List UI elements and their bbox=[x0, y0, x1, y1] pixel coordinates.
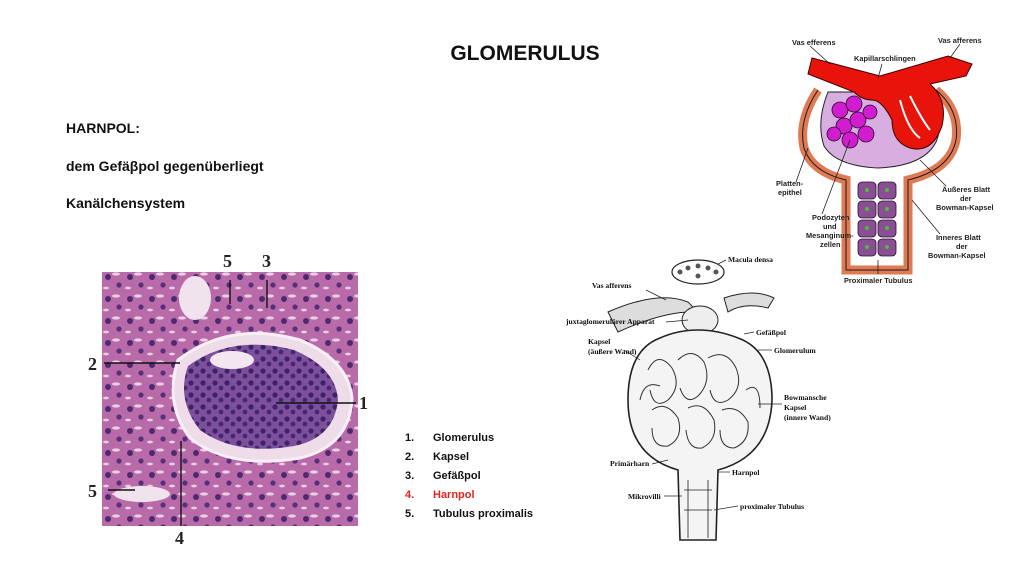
label-kapillarschlingen: Kapillarschlingen bbox=[854, 54, 916, 63]
sketch-glomerulus-diagram: Macula densa Vas afferens juxtaglomerulä… bbox=[565, 255, 831, 541]
label-podozyten-1: Podozyten bbox=[812, 213, 850, 222]
micrograph-label-5-bottom: 5 bbox=[88, 481, 97, 501]
legend-item: 3.Gefäßpol bbox=[405, 469, 481, 482]
label-proximaler-tubulus: Proximaler Tubulus bbox=[844, 276, 912, 285]
sketch-label-bowman-2: Kapsel bbox=[784, 403, 806, 412]
sketch-label-macula-densa: Macula densa bbox=[728, 255, 773, 264]
sketch-label-kapsel-1: Kapsel bbox=[588, 337, 610, 346]
sketch-label-bowman-3: (innere Wand) bbox=[784, 413, 831, 422]
legend-item-highlighted: 4.Harnpol bbox=[405, 489, 475, 502]
legend-item-label: Glomerulus bbox=[433, 431, 495, 444]
heading-harnpol: HARNPOL: bbox=[66, 120, 140, 136]
label-podozyten-2: und bbox=[823, 222, 837, 231]
micrograph-panel: 5 3 2 1 5 4 bbox=[88, 251, 368, 548]
sketch-label-proximaler-tubulus: proximaler Tubulus bbox=[740, 502, 804, 511]
label-podozyten-3: Mesanginum- bbox=[806, 231, 854, 240]
micrograph-leader-lines bbox=[104, 280, 356, 526]
legend-item: 5.Tubulus proximalis bbox=[405, 508, 534, 521]
sketch-label-mikrovilli: Mikrovilli bbox=[628, 492, 661, 501]
label-inneres-blatt-2: der bbox=[956, 242, 968, 251]
sketch-label-glomerulum: Glomerulum bbox=[774, 346, 816, 355]
colored-glomerulus-diagram: Vas efferens Vas afferens Kapillarschlin… bbox=[776, 36, 994, 285]
legend-item-label: Gefäßpol bbox=[433, 469, 481, 482]
micrograph-label-3: 3 bbox=[262, 251, 271, 271]
label-inneres-blatt-3: Bowman-Kapsel bbox=[928, 251, 986, 260]
sketch-label-kapsel-2: (äußere Wand) bbox=[588, 347, 637, 356]
label-plattenepithel-2: epithel bbox=[778, 188, 802, 197]
legend-item-label: Harnpol bbox=[433, 489, 475, 502]
micrograph-label-4: 4 bbox=[175, 528, 184, 548]
label-podozyten-4: zellen bbox=[820, 240, 841, 249]
micrograph-label-1: 1 bbox=[359, 393, 368, 413]
sketch-label-vas-afferens: Vas afferens bbox=[592, 281, 631, 290]
label-vas-efferens: Vas efferens bbox=[792, 38, 836, 47]
sketch-label-harnpol: Harnpol bbox=[732, 468, 759, 477]
label-inneres-blatt-1: Inneres Blatt bbox=[936, 233, 981, 242]
sketch-label-bowman-1: Bowmansche bbox=[784, 393, 827, 402]
page-title: GLOMERULUS bbox=[450, 42, 600, 65]
heading-kanalchensystem: Kanälchensystem bbox=[66, 195, 186, 211]
legend-item: 2.Kapsel bbox=[405, 450, 470, 463]
label-aeusseres-blatt-3: Bowman-Kapsel bbox=[936, 203, 994, 212]
sketch-label-gefaesspol: Gefäßpol bbox=[756, 328, 786, 337]
micrograph-image bbox=[102, 272, 358, 526]
legend-item: 1.Glomerulus bbox=[405, 431, 495, 444]
sketch-label-juxtaglomerular: juxtaglomerulärer Apparat bbox=[565, 317, 655, 326]
label-aeusseres-blatt-1: Äußeres Blatt bbox=[942, 185, 991, 194]
legend-item-label: Kapsel bbox=[433, 450, 470, 463]
legend-item-label: Tubulus proximalis bbox=[433, 508, 534, 521]
sketch-label-primaerharn: Primärharn bbox=[610, 459, 650, 468]
micrograph-label-5-top: 5 bbox=[223, 251, 232, 271]
label-aeusseres-blatt-2: der bbox=[960, 194, 972, 203]
legend-list: 1.Glomerulus 2.Kapsel 3.Gefäßpol 4.Harnp… bbox=[405, 428, 545, 524]
micrograph-label-2: 2 bbox=[88, 354, 97, 374]
heading-description: dem Gefäβpol gegenüberliegt bbox=[66, 158, 264, 174]
label-vas-afferens: Vas afferens bbox=[938, 36, 982, 45]
label-plattenepithel-1: Platten- bbox=[776, 179, 804, 188]
